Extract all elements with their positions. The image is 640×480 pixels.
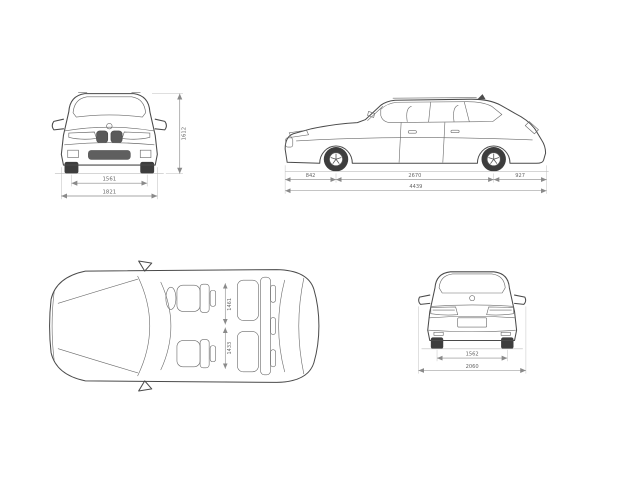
dimension-label: 1461: [227, 298, 233, 311]
windshield-base: [137, 275, 150, 377]
dimension-label: 4439: [409, 184, 422, 190]
dimension-label: 1561: [103, 177, 117, 183]
steering-wheel: [165, 286, 177, 310]
side-glass: [380, 101, 503, 123]
top-car: [49, 260, 320, 392]
left-mirror-top: [138, 260, 153, 272]
dimension-label: 1821: [103, 189, 117, 195]
front-seats: [176, 283, 217, 369]
left-mirror: [418, 294, 431, 305]
front-right-wheel: [140, 161, 155, 174]
rear-door-handle: [450, 129, 460, 133]
dimension-label: 842: [306, 173, 316, 179]
rear-window: [438, 273, 506, 294]
hood-creases: [57, 278, 138, 374]
rear-dimensions: 1562 2060: [418, 306, 527, 374]
right-mirror: [154, 118, 167, 131]
rear-wheel-spokes: [488, 153, 500, 164]
front-view-drawing: 1612 1561 1821: [51, 92, 188, 200]
top-view-drawing: 1461 1433: [49, 260, 320, 392]
rear-window-line: [278, 279, 285, 373]
side-car: [284, 94, 549, 172]
side-intakes: [67, 149, 152, 158]
license-plate: [457, 317, 487, 328]
dimension-label: 1433: [227, 342, 233, 355]
seat-silhouettes: [406, 104, 459, 122]
kidney-grille-right: [110, 130, 123, 143]
side-mirror: [367, 111, 376, 118]
left-reflector: [433, 331, 444, 336]
front-car: [51, 92, 167, 174]
brand-roundel: [106, 123, 113, 130]
hood-crease: [64, 126, 155, 132]
right-mirror-top: [138, 380, 153, 392]
windshield: [72, 96, 146, 118]
rear-car: [418, 271, 527, 350]
door-lines: [398, 122, 446, 163]
lower-intake: [88, 150, 131, 160]
side-roof-rail: [392, 97, 477, 99]
tailgate-crease: [429, 315, 515, 319]
shoulder-line: [430, 304, 514, 307]
right-mirror: [514, 294, 527, 305]
rear-left-wheel: [430, 337, 444, 349]
side-view-panel: 842 2670 927 4439: [278, 88, 568, 205]
side-grille: [285, 137, 294, 148]
front-wheel-spokes: [330, 153, 342, 164]
rear-view-panel: 1562 2060: [405, 262, 560, 386]
front-door-handle: [407, 130, 417, 134]
front-bumper-line: [51, 291, 55, 361]
rear-body-outline: [427, 271, 518, 342]
top-dimensions: 1461 1433: [222, 283, 233, 369]
dimension-label: 1562: [466, 352, 479, 358]
side-body-outline: [284, 98, 547, 164]
left-mirror: [51, 118, 64, 131]
character-line: [296, 137, 533, 142]
front-body-outline: [60, 93, 158, 166]
top-body-outline: [49, 269, 320, 383]
antenna-fin: [477, 94, 486, 100]
dimension-label: 927: [515, 173, 525, 179]
rear-right-wheel: [501, 337, 514, 349]
dimension-label: 2060: [466, 364, 479, 370]
front-dimensions: 1612 1561 1821: [61, 93, 188, 200]
kidney-grille-left: [96, 130, 109, 143]
headlights: [68, 131, 151, 140]
right-taillight: [486, 306, 514, 316]
rear-view-drawing: 1562 2060: [418, 271, 527, 374]
rear-bumper-line: [428, 329, 516, 333]
top-view-panel: 1461 1433: [40, 258, 332, 394]
front-view-panel: 1612 1561 1821: [40, 84, 200, 212]
side-view-drawing: 842 2670 927 4439: [284, 94, 549, 194]
dimension-label: 1612: [182, 127, 188, 141]
windshield-line: [367, 106, 384, 121]
windshield-top: [160, 281, 172, 371]
right-reflector: [500, 331, 511, 336]
brand-roundel: [469, 295, 476, 302]
side-dimensions: 842 2670 927 4439: [284, 165, 547, 194]
side-headlight: [288, 129, 309, 138]
front-left-wheel: [64, 161, 79, 174]
dimension-label: 2670: [408, 173, 421, 179]
tailgate-line: [298, 277, 305, 375]
bumper-line: [64, 142, 155, 146]
side-taillight: [524, 121, 539, 135]
pillars: [428, 101, 470, 123]
left-taillight: [430, 306, 459, 316]
rear-bench: [237, 276, 276, 376]
